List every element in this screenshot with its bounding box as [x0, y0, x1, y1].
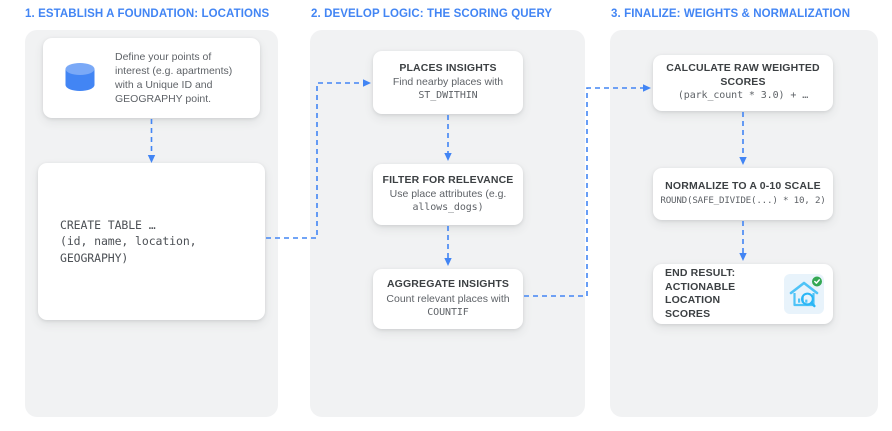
- define-points-text: Define your points of interest (e.g. apa…: [115, 51, 233, 105]
- places-insights-heading: PLACES INSIGHTS: [399, 61, 497, 74]
- normalize-heading: NORMALIZE TO A 0-10 SCALE: [665, 180, 821, 192]
- create-table-card[interactable]: CREATE TABLE … (id, name, location, GEOG…: [38, 163, 265, 320]
- calculate-heading-line-2: SCORES: [720, 75, 766, 88]
- define-points-card[interactable]: Define your points of interest (e.g. apa…: [43, 38, 260, 118]
- aggregate-insights-code: COUNTIF: [427, 306, 469, 318]
- code-line-1: CREATE TABLE …: [60, 217, 156, 232]
- end-result-line-3: SCORES: [665, 307, 711, 320]
- code-line-2: (id, name, location,: [60, 234, 197, 249]
- calculate-raw-scores-card[interactable]: CALCULATE RAW WEIGHTED SCORES (park_coun…: [653, 55, 833, 111]
- code-line-3: GEOGRAPHY): [60, 250, 129, 265]
- end-result-text-block: END RESULT: ACTIONABLE LOCATION SCORES: [665, 267, 784, 321]
- connector-define-to-create: [147, 119, 156, 163]
- end-result-line-1: END RESULT:: [665, 267, 736, 279]
- column-title-1: 1. ESTABLISH A FOUNDATION: LOCATIONS: [25, 8, 270, 20]
- end-result-card[interactable]: END RESULT: ACTIONABLE LOCATION SCORES: [653, 264, 833, 324]
- normalize-scale-card[interactable]: NORMALIZE TO A 0-10 SCALE ROUND(SAFE_DIV…: [653, 168, 833, 220]
- places-insights-card[interactable]: PLACES INSIGHTS Find nearby places with …: [373, 51, 523, 114]
- create-table-code: CREATE TABLE … (id, name, location, GEOG…: [60, 217, 197, 267]
- house-analytics-search-icon: [784, 274, 824, 314]
- column-title-2: 2. DEVELOP LOGIC: THE SCORING QUERY: [311, 8, 553, 20]
- aggregate-insights-heading: AGGREGATE INSIGHTS: [386, 278, 510, 290]
- aggregate-insights-card[interactable]: AGGREGATE INSIGHTS Count relevant places…: [373, 269, 523, 329]
- calculate-code: (park_count * 3.0) + …: [677, 90, 809, 102]
- end-result-line-2: ACTIONABLE LOCATION: [665, 280, 736, 307]
- normalize-code: ROUND(SAFE_DIVIDE(...) * 10, 2): [660, 194, 826, 206]
- aggregate-insights-subtext: Count relevant places with: [386, 292, 510, 305]
- filter-relevance-heading: FILTER FOR RELEVANCE: [382, 173, 514, 186]
- filter-relevance-subtext: Use place attributes (e.g.: [389, 188, 507, 200]
- filter-relevance-code: allows_dogs): [412, 202, 484, 213]
- column-title-3: 3. FINALIZE: WEIGHTS & NORMALIZATION: [611, 8, 851, 20]
- places-insights-subtext: Find nearby places with: [392, 76, 504, 88]
- filter-relevance-card[interactable]: FILTER FOR RELEVANCE Use place attribute…: [373, 164, 523, 225]
- places-insights-code: ST_DWITHIN: [418, 90, 478, 101]
- connector-aggregate-to-calculate: [524, 84, 651, 297]
- connector-places-to-filter: [444, 115, 452, 161]
- calculate-heading-line-1: CALCULATE RAW WEIGHTED: [666, 62, 820, 75]
- database-cylinder-icon: [57, 55, 103, 101]
- connector-filter-to-aggregate: [444, 226, 452, 266]
- connector-normalize-to-end: [739, 221, 747, 261]
- connector-create-to-places: [266, 79, 371, 239]
- connector-calculate-to-normalize: [739, 112, 747, 165]
